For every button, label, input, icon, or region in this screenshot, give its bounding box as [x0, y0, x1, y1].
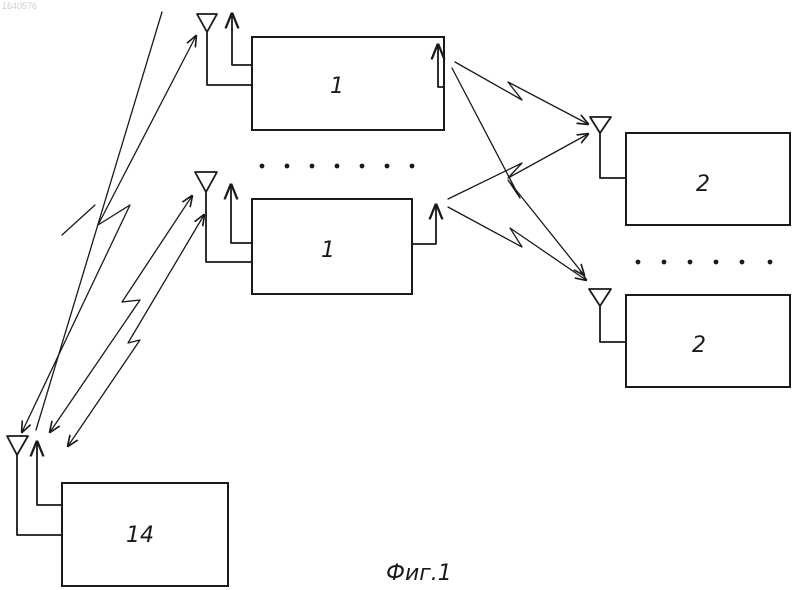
terminal-block-bottom: 2	[589, 289, 790, 387]
radio-link-r1-t2	[452, 68, 584, 275]
repeater-block-top: 1	[197, 14, 444, 130]
output-arrow-icon	[412, 205, 436, 244]
figure-caption: Фиг.1	[386, 561, 452, 586]
base-station-block: 14	[7, 436, 228, 586]
radio-link-up-1c	[62, 205, 95, 235]
ellipsis-terminals	[636, 260, 773, 265]
terminal-label-bottom: 2	[692, 333, 706, 358]
radio-link-up-3	[68, 215, 204, 446]
radio-link-r1-t1	[455, 62, 588, 124]
radio-link-r2-t1	[448, 134, 588, 199]
radio-link-up-1b	[36, 12, 162, 430]
terminal-label-top: 2	[696, 172, 710, 197]
radio-link-r2-t2	[448, 207, 586, 280]
output-arrow-icon	[37, 442, 62, 505]
base-station-label: 14	[126, 523, 154, 548]
output-arrow-icon	[232, 14, 252, 65]
repeater-block-bottom: 1	[195, 172, 436, 294]
radio-links	[22, 12, 588, 446]
antenna-icon	[589, 289, 626, 342]
repeater-label-top: 1	[330, 74, 344, 99]
output-arrow-icon	[231, 185, 252, 243]
page-mark: 1640576	[2, 1, 37, 11]
antenna-icon	[7, 436, 62, 535]
terminal-box-bottom	[626, 295, 790, 387]
terminal-block-top: 2	[590, 117, 790, 225]
antenna-icon	[197, 14, 252, 85]
repeater-label-bottom: 1	[321, 238, 335, 263]
antenna-icon	[590, 117, 626, 178]
repeater-box-top	[252, 37, 444, 130]
ellipsis-repeaters	[260, 164, 415, 169]
radio-link-up-1	[22, 36, 196, 432]
